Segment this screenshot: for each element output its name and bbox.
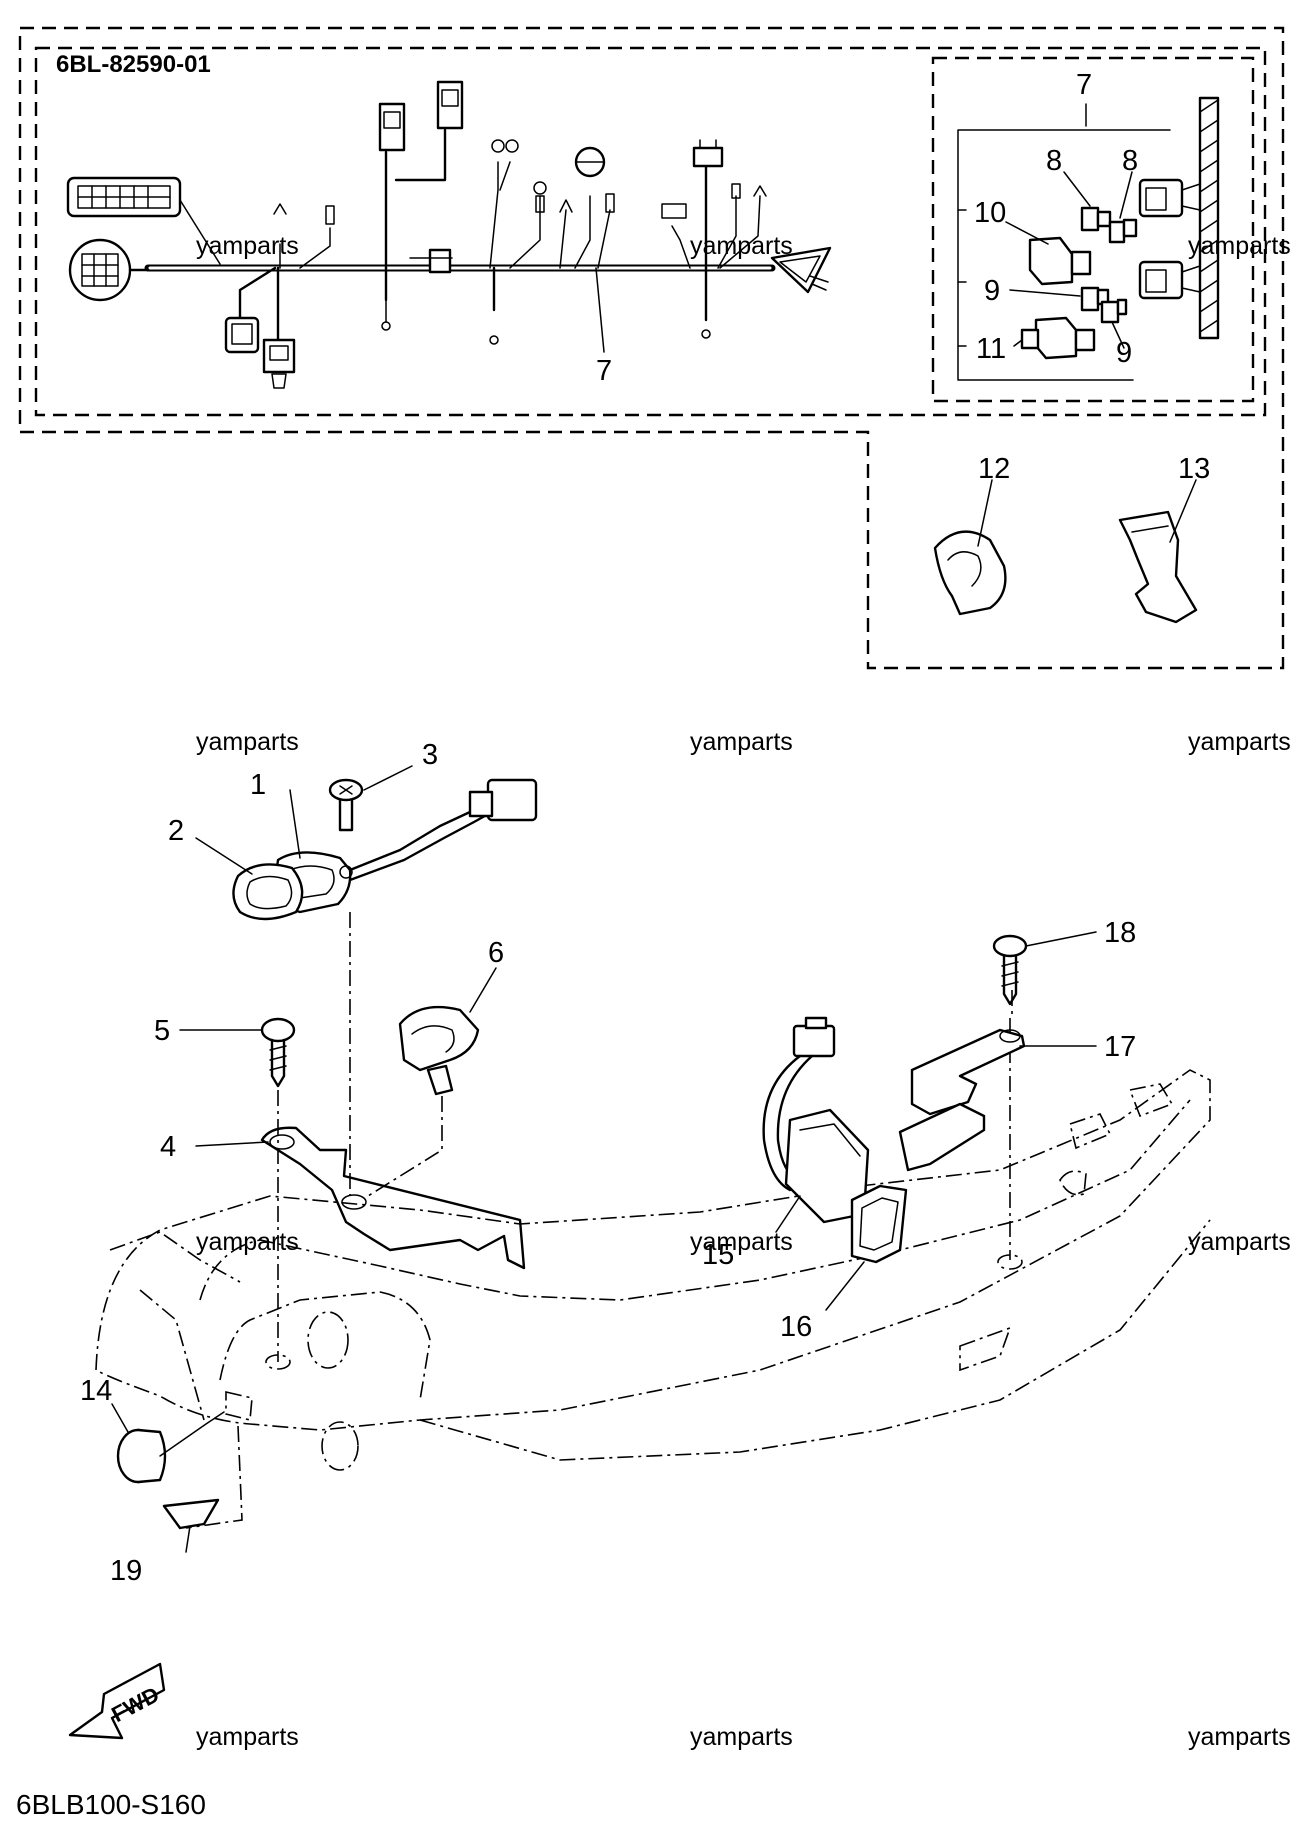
callout-3: 3 — [422, 739, 438, 771]
callout-8b: 8 — [1122, 145, 1138, 177]
callout-5: 5 — [154, 1015, 170, 1047]
watermark: yamparts — [196, 1228, 299, 1256]
clamp-12 — [933, 479, 1007, 616]
callout-11: 11 — [976, 333, 1006, 365]
callout-17: 17 — [1104, 1031, 1136, 1063]
part-17-bracket — [898, 1028, 1097, 1172]
callout-10: 10 — [974, 197, 1006, 229]
part-16-seal — [825, 1184, 908, 1311]
forward-direction-arrow: FWD — [68, 1662, 166, 1740]
callout-1: 1 — [250, 769, 266, 801]
callout-7-harness: 7 — [596, 355, 612, 387]
watermark: yamparts — [690, 1228, 793, 1256]
callout-16: 16 — [780, 1311, 812, 1343]
part-1-grommet-harness — [272, 778, 538, 914]
reference-code: 6BLB100-S160 — [16, 1789, 206, 1820]
callout-7-detail: 7 — [1076, 69, 1092, 101]
callout-9a: 9 — [984, 275, 1000, 307]
part-15-connector-grommet — [762, 1016, 870, 1233]
bottom-cowling — [95, 1069, 1211, 1471]
watermark: yamparts — [1188, 728, 1291, 756]
watermark: yamparts — [1188, 232, 1291, 260]
callout-2: 2 — [168, 815, 184, 847]
part-3-screw — [328, 765, 413, 832]
connector-detail — [957, 96, 1220, 381]
callout-9b: 9 — [1116, 337, 1132, 369]
callout-15: 15 — [702, 1239, 734, 1271]
watermark: yamparts — [690, 1723, 793, 1751]
callout-13: 13 — [1178, 453, 1210, 485]
callout-14: 14 — [80, 1375, 112, 1407]
part-2-seal — [195, 837, 304, 921]
part-19-label — [162, 1425, 243, 1553]
wire-harness — [66, 80, 832, 389]
callout-4: 4 — [160, 1131, 176, 1163]
watermark: yamparts — [196, 1723, 299, 1751]
clamp-13 — [1118, 479, 1198, 624]
part-14-plug — [111, 1403, 225, 1484]
watermark: yamparts — [690, 232, 793, 260]
watermark: yamparts — [690, 728, 793, 756]
watermark: yamparts — [196, 232, 299, 260]
watermark: yamparts — [196, 728, 299, 756]
watermark: yamparts — [1188, 1228, 1291, 1256]
callout-18: 18 — [1104, 917, 1136, 949]
callout-6: 6 — [488, 937, 504, 969]
part-18-screw — [992, 931, 1097, 1006]
part-4-bracket — [195, 1126, 526, 1270]
callout-8a: 8 — [1046, 145, 1062, 177]
part-5-screw — [179, 1017, 296, 1088]
callout-12: 12 — [978, 453, 1010, 485]
watermark: yamparts — [1188, 1723, 1291, 1751]
part-6-clamp — [398, 967, 497, 1096]
watermarks: yamparts yamparts yamparts yamparts yamp… — [196, 232, 1291, 1751]
kit-outer-boundary — [18, 26, 1285, 670]
assembly-lines — [277, 912, 1013, 1362]
callout-19: 19 — [110, 1555, 142, 1587]
kit-code-label: 6BL-82590-01 — [56, 51, 211, 78]
